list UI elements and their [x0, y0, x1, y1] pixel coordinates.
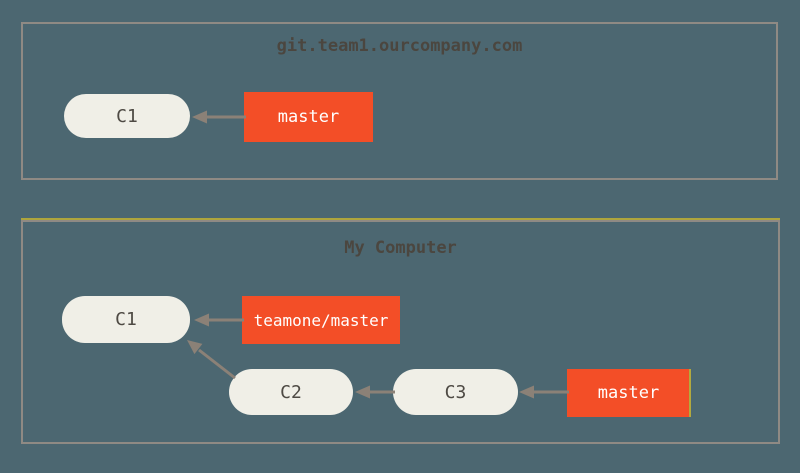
local-box-accent-line	[21, 218, 780, 220]
remote-branch-master: master	[244, 92, 373, 142]
local-branch-teamone-master: teamone/master	[242, 296, 400, 344]
remote-server-box	[21, 22, 778, 180]
remote-server-title: git.team1.ourcompany.com	[276, 36, 523, 56]
local-branch-master: master	[567, 369, 690, 417]
local-commit-c2: C2	[229, 369, 353, 415]
local-commit-c1: C1	[62, 296, 190, 343]
local-computer-box	[21, 220, 780, 444]
local-computer-title: My Computer	[344, 238, 457, 258]
local-branch-master-accent-edge	[689, 369, 691, 417]
local-commit-c3: C3	[393, 369, 518, 415]
remote-commit-c1: C1	[64, 94, 190, 138]
